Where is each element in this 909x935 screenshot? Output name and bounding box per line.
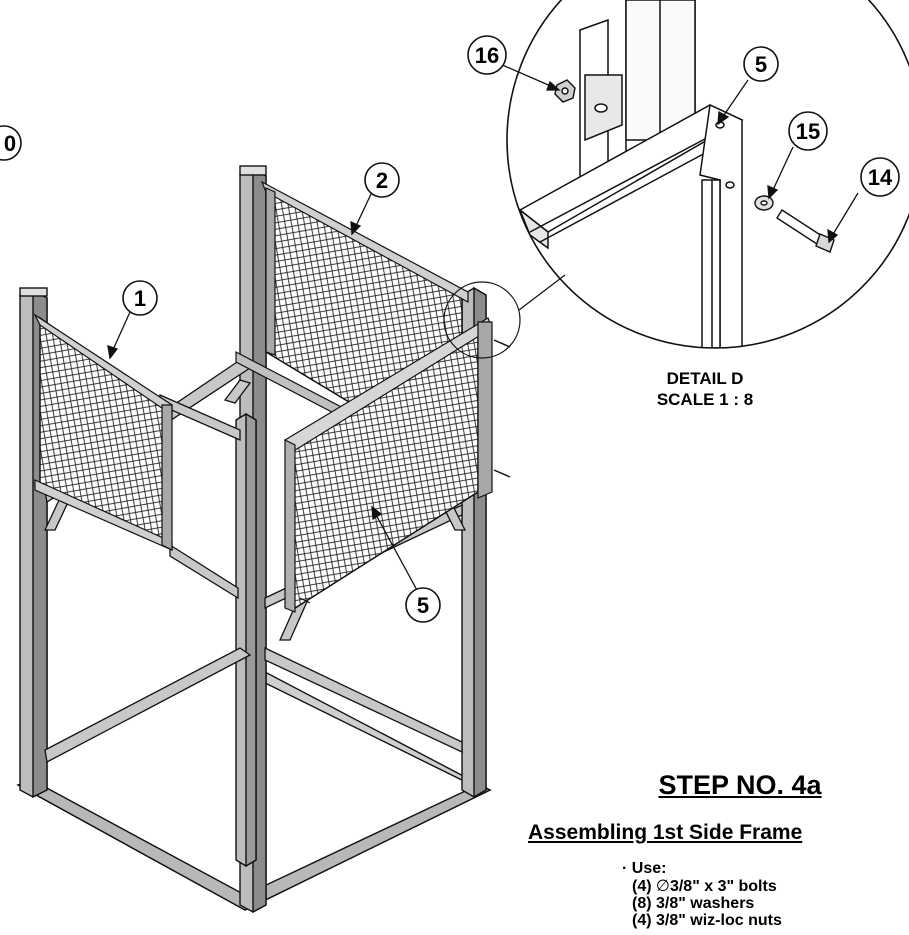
mesh-panel-5 [284,317,511,613]
diameter-symbol: ∅ [656,876,670,895]
hardware-item: (4) ∅3/8" x 3" bolts [632,876,777,895]
callout-detail-16: 16 [467,35,507,75]
callout-part-5-main: 5 [405,587,441,623]
hardware-list: · Use: (4) ∅3/8" x 3" bolts (8) 3/8" was… [622,860,782,929]
detail-marker [443,274,566,359]
svg-text:5: 5 [755,52,767,77]
svg-text:0: 0 [4,131,16,156]
svg-text:5: 5 [417,593,429,618]
callout-part-10-partial: 0 [0,125,22,161]
leader-lines [107,63,859,593]
svg-text:2: 2 [376,168,388,193]
hardware-item: (4) 3/8" wiz-loc nuts [632,912,782,929]
hardware-item: (8) 3/8" washers [632,895,755,912]
callout-part-1: 1 [122,280,158,316]
callout-detail-5: 5 [743,46,779,82]
detail-title: DETAIL D [666,369,744,388]
svg-text:15: 15 [796,119,820,144]
svg-text:16: 16 [475,43,499,68]
callout-part-2: 2 [364,162,400,198]
detail-caption: DETAIL D SCALE 1 : 8 [620,368,790,410]
step-subtitle: Assembling 1st Side Frame [528,821,803,844]
svg-text:1: 1 [134,286,146,311]
detail-scale: SCALE 1 : 8 [656,390,754,409]
callout-detail-14: 14 [860,157,900,197]
detail-view [506,0,909,349]
svg-text:14: 14 [868,165,893,190]
step-title: STEP NO. 4a [658,770,822,800]
mesh-panel-1 [33,313,173,551]
use-heading: · Use: [622,860,667,877]
callout-detail-15: 15 [788,111,828,151]
